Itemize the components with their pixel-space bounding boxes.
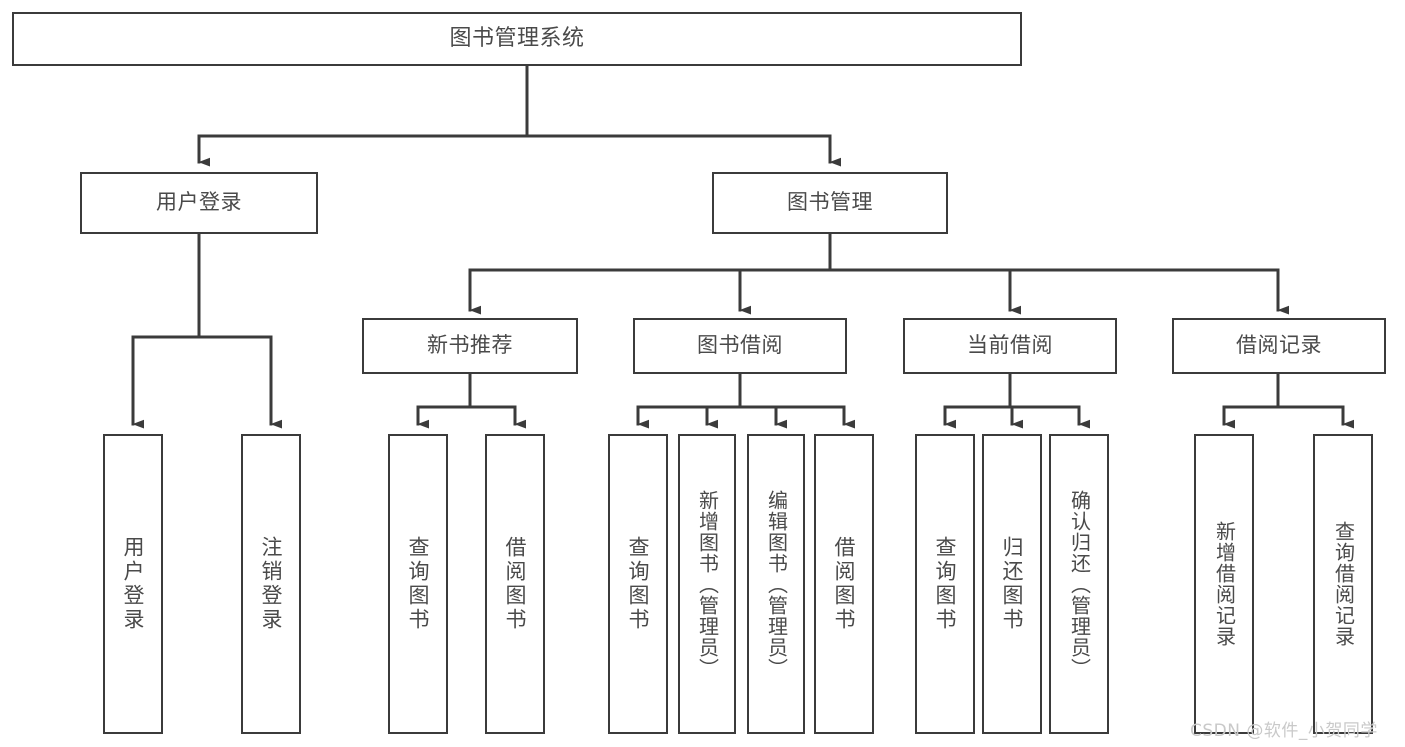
leaf-current-borrow-query-label: 查询图书 [933, 536, 958, 632]
node-book-borrow-label: 图书借阅 [697, 333, 783, 358]
leaf-book-borrow-borrow[interactable]: 借阅图书 [814, 434, 874, 734]
leaf-user-login-logout-label: 注销登录 [259, 536, 284, 632]
leaf-user-login-logout[interactable]: 注销登录 [241, 434, 301, 734]
leaf-user-login-login[interactable]: 用户登录 [103, 434, 163, 734]
node-user-login-label: 用户登录 [156, 190, 242, 215]
node-new-book-recommend-label: 新书推荐 [427, 333, 513, 358]
leaf-current-borrow-query[interactable]: 查询图书 [915, 434, 975, 734]
csdn-watermark: CSDN @软件_小贺同学 [1190, 721, 1378, 741]
leaf-book-borrow-borrow-label: 借阅图书 [832, 536, 857, 632]
leaf-book-borrow-query-label: 查询图书 [626, 536, 651, 632]
leaf-current-borrow-confirm-return-label: 确认归还（管理员） [1067, 489, 1092, 679]
leaf-new-book-query[interactable]: 查询图书 [388, 434, 448, 734]
leaf-new-book-borrow-label: 借阅图书 [503, 536, 528, 632]
leaf-new-book-borrow[interactable]: 借阅图书 [485, 434, 545, 734]
leaf-current-borrow-return[interactable]: 归还图书 [982, 434, 1042, 734]
node-current-borrow-label: 当前借阅 [967, 333, 1053, 358]
node-root-system-label: 图书管理系统 [449, 25, 585, 51]
leaf-book-borrow-add[interactable]: 新增图书（管理员） [678, 434, 736, 734]
leaf-borrow-record-query-label: 查询借阅记录 [1331, 521, 1356, 647]
node-book-manage[interactable]: 图书管理 [712, 172, 948, 234]
leaf-user-login-login-label: 用户登录 [121, 536, 146, 632]
node-book-manage-label: 图书管理 [787, 190, 873, 215]
leaf-book-borrow-add-label: 新增图书（管理员） [695, 489, 720, 679]
leaf-borrow-record-query[interactable]: 查询借阅记录 [1313, 434, 1373, 734]
node-current-borrow[interactable]: 当前借阅 [903, 318, 1117, 374]
node-borrow-record[interactable]: 借阅记录 [1172, 318, 1386, 374]
node-borrow-record-label: 借阅记录 [1236, 333, 1322, 358]
leaf-current-borrow-confirm-return[interactable]: 确认归还（管理员） [1049, 434, 1109, 734]
node-new-book-recommend[interactable]: 新书推荐 [362, 318, 578, 374]
leaf-book-borrow-query[interactable]: 查询图书 [608, 434, 668, 734]
leaf-book-borrow-edit-label: 编辑图书（管理员） [764, 489, 789, 679]
leaf-borrow-record-add[interactable]: 新增借阅记录 [1194, 434, 1254, 734]
node-user-login[interactable]: 用户登录 [80, 172, 318, 234]
leaf-borrow-record-add-label: 新增借阅记录 [1212, 521, 1237, 647]
leaf-book-borrow-edit[interactable]: 编辑图书（管理员） [747, 434, 805, 734]
node-root-system[interactable]: 图书管理系统 [12, 12, 1022, 66]
leaf-new-book-query-label: 查询图书 [406, 536, 431, 632]
node-book-borrow[interactable]: 图书借阅 [633, 318, 847, 374]
leaf-current-borrow-return-label: 归还图书 [1000, 536, 1025, 632]
